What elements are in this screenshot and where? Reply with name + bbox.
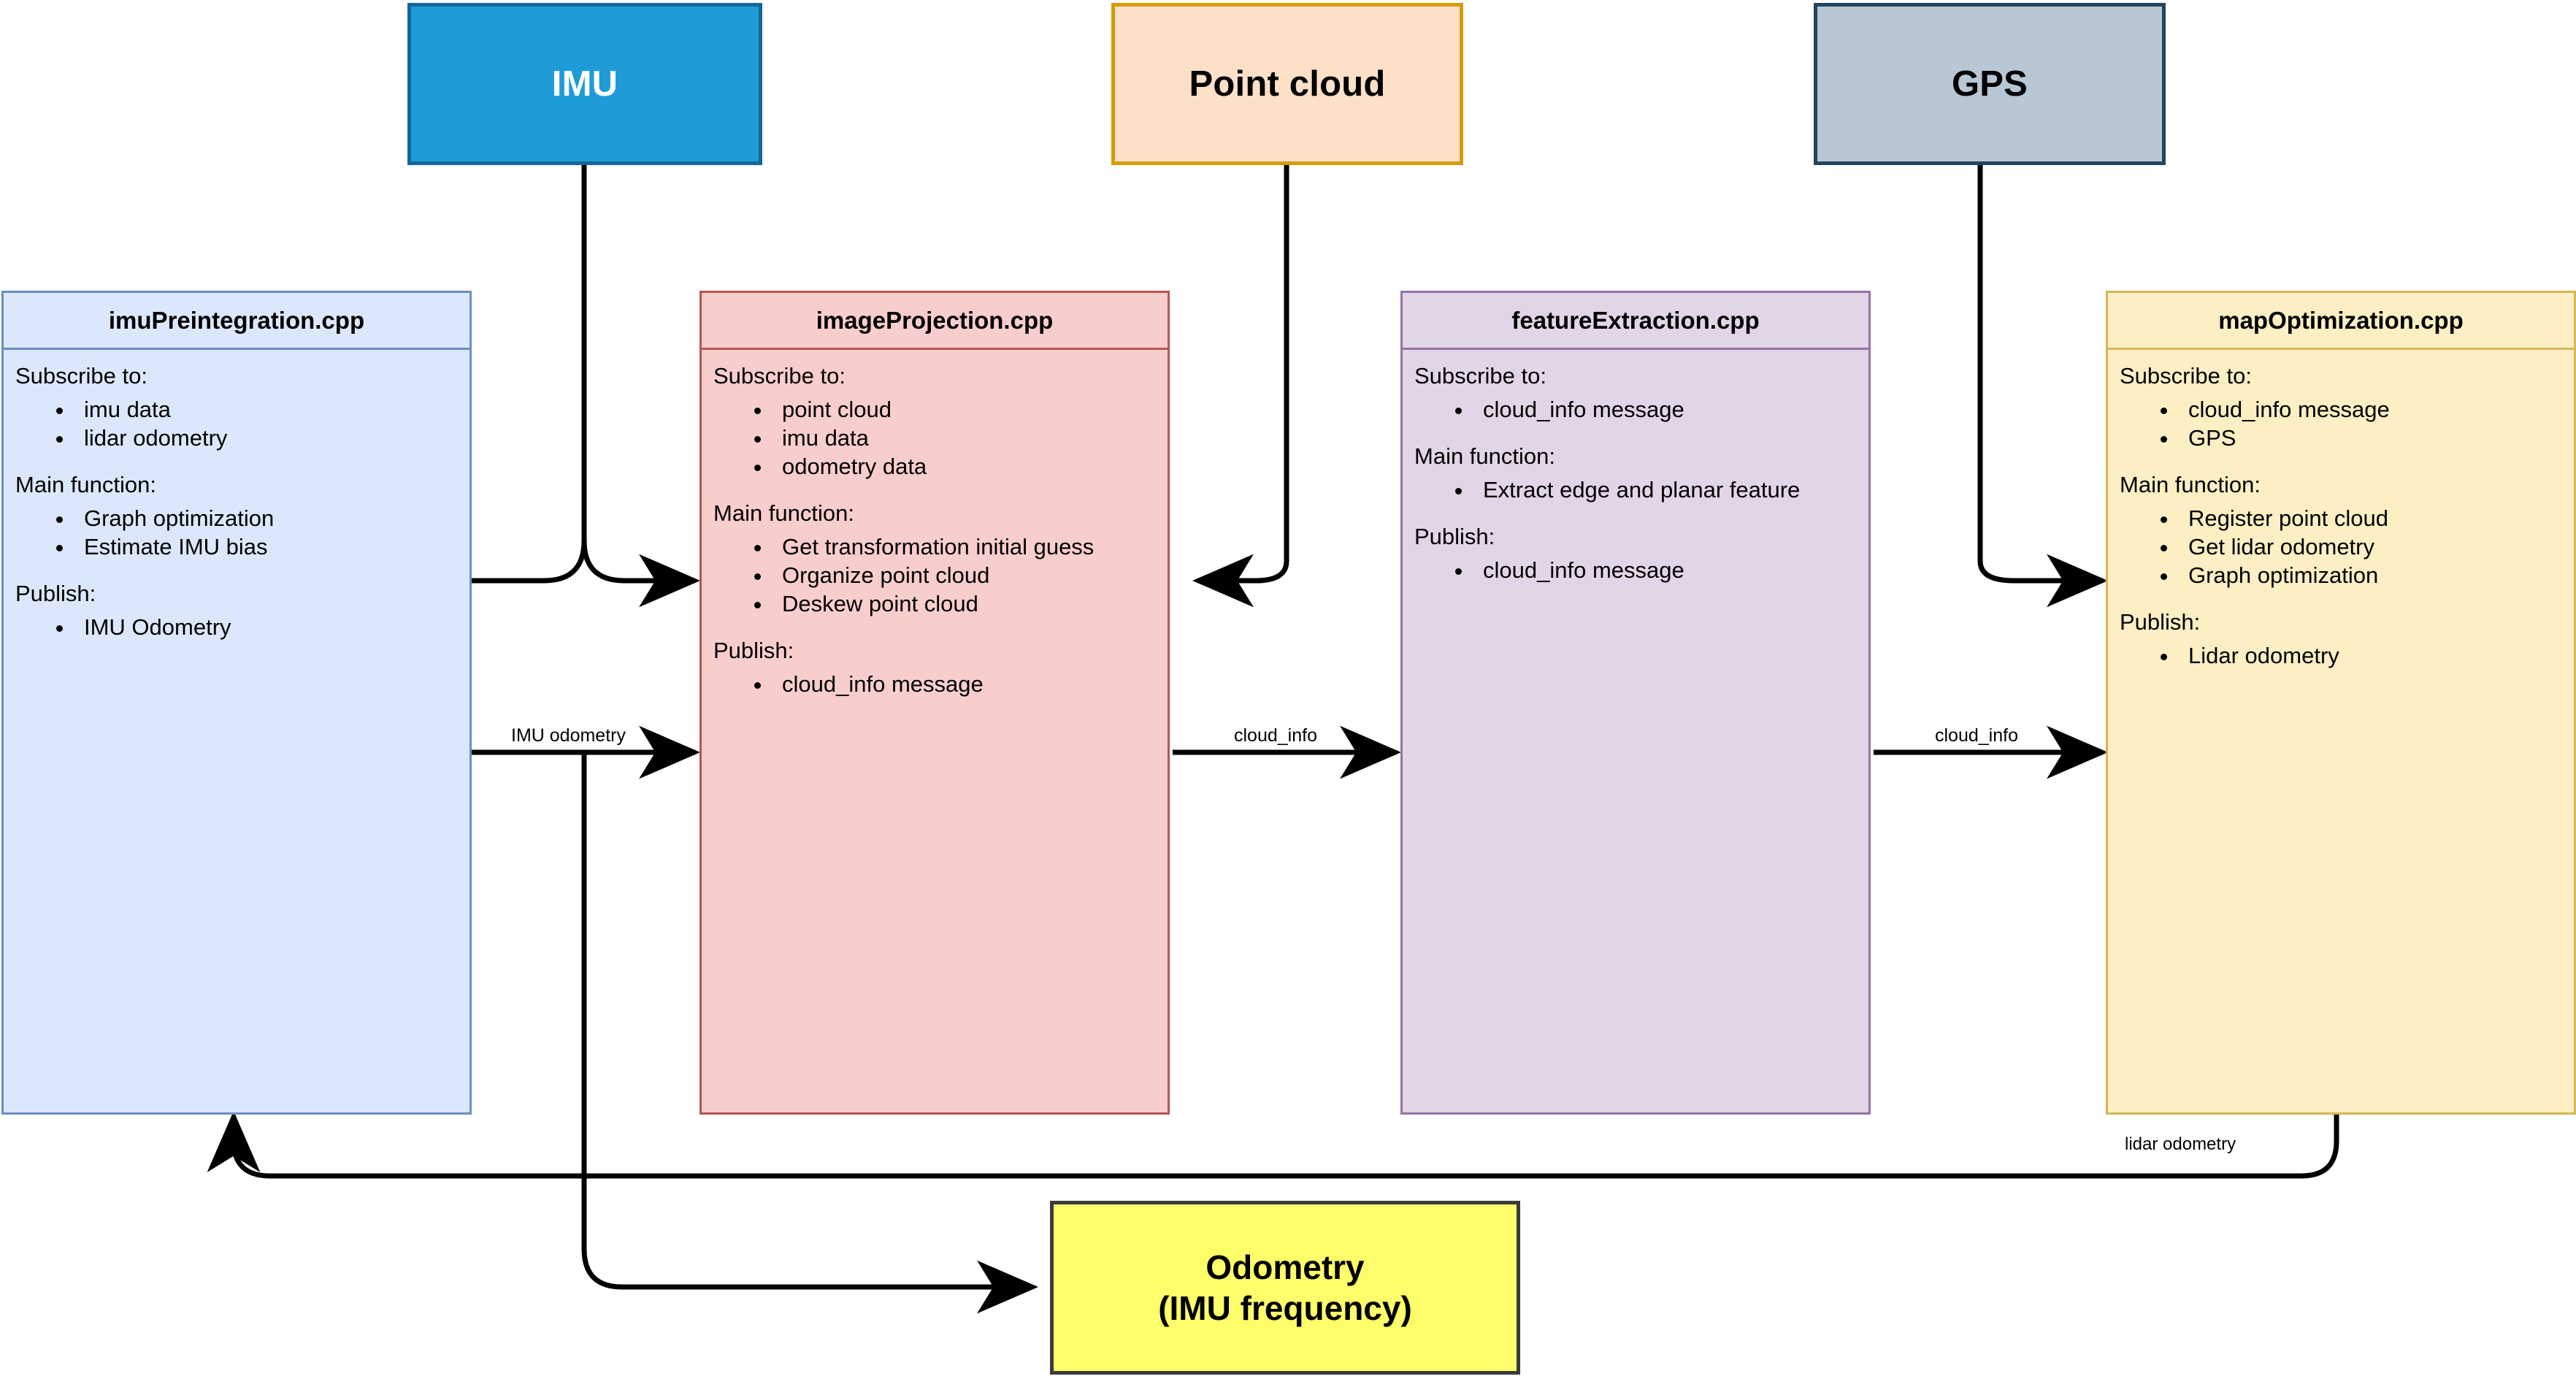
module-title-imu-preintegration: imuPreintegration.cpp xyxy=(4,293,469,350)
edge-mapoptimization-to-imupreintegration xyxy=(207,1111,2339,1179)
section-list: IMU Odometry xyxy=(4,614,469,641)
edge-label-imu-odometry: IMU odometry xyxy=(511,725,626,746)
edge-label-lidar-odometry: lidar odometry xyxy=(2125,1134,2236,1154)
section-heading: Main function: xyxy=(2120,471,2261,497)
section-heading: Publish: xyxy=(15,580,96,606)
section-heading: Publish: xyxy=(713,637,794,663)
section-list: Lidar odometry xyxy=(2108,643,2574,669)
list-item: odometry data xyxy=(772,454,1168,480)
source-label-point-cloud: Point cloud xyxy=(1189,64,1386,104)
list-item: Deskew point cloud xyxy=(772,591,1168,617)
section-heading: Subscribe to: xyxy=(713,363,846,389)
section-list: cloud_info message xyxy=(702,671,1168,698)
edge-label-cloud-info-1: cloud_info xyxy=(1234,725,1317,746)
module-body-map-optimization: Subscribe to: cloud_info message GPS Mai… xyxy=(2108,350,2574,1112)
section-heading: Main function: xyxy=(713,500,854,526)
section-heading: Publish: xyxy=(2120,608,2201,635)
list-item: Get transformation initial guess xyxy=(772,534,1168,560)
list-item: Get lidar odometry xyxy=(2178,534,2574,560)
edge-imuodometry-to-odometry xyxy=(581,752,1038,1314)
module-title-feature-extraction: featureExtraction.cpp xyxy=(1403,293,1868,350)
edge-imu-to-imageprojection xyxy=(581,540,700,608)
list-item: cloud_info message xyxy=(1473,397,1868,423)
section-list: Graph optimization Estimate IMU bias xyxy=(4,505,469,560)
section-list: cloud_info message xyxy=(1403,557,1868,584)
module-title-map-optimization: mapOptimization.cpp xyxy=(2108,293,2574,350)
module-feature-extraction[interactable]: featureExtraction.cpp Subscribe to: clou… xyxy=(1400,291,1871,1115)
list-item: point cloud xyxy=(772,397,1168,423)
module-title-image-projection: imageProjection.cpp xyxy=(702,293,1168,350)
list-item: cloud_info message xyxy=(2178,397,2574,423)
section-list: Get transformation initial guess Organiz… xyxy=(702,534,1168,617)
module-body-feature-extraction: Subscribe to: cloud_info message Main fu… xyxy=(1403,350,1868,1112)
source-node-imu[interactable]: IMU xyxy=(407,3,762,165)
section-heading: Subscribe to: xyxy=(2120,363,2252,389)
section-heading: Main function: xyxy=(15,471,156,497)
odometry-label-line1: Odometry xyxy=(1205,1248,1365,1286)
list-item: Estimate IMU bias xyxy=(74,534,469,560)
list-item: cloud_info message xyxy=(1473,557,1868,584)
list-item: Graph optimization xyxy=(74,505,469,532)
section-list: point cloud imu data odometry data xyxy=(702,397,1168,480)
list-item: Graph optimization xyxy=(2178,562,2574,589)
module-imu-preintegration[interactable]: imuPreintegration.cpp Subscribe to: imu … xyxy=(1,291,472,1115)
section-heading: Publish: xyxy=(1414,523,1495,549)
list-item: GPS xyxy=(2178,425,2574,451)
module-body-image-projection: Subscribe to: point cloud imu data odome… xyxy=(702,350,1168,1112)
sink-node-odometry[interactable]: Odometry (IMU frequency) xyxy=(1050,1201,1520,1375)
odometry-label: Odometry (IMU frequency) xyxy=(1158,1247,1412,1329)
list-item: IMU Odometry xyxy=(74,614,469,641)
odometry-label-line2: (IMU frequency) xyxy=(1158,1289,1412,1327)
edge-label-cloud-info-2: cloud_info xyxy=(1935,725,2018,746)
list-item: Extract edge and planar feature xyxy=(1473,477,1868,503)
source-node-point-cloud[interactable]: Point cloud xyxy=(1111,3,1463,165)
section-list: imu data lidar odometry xyxy=(4,397,469,451)
source-label-imu: IMU xyxy=(551,64,618,104)
source-label-gps: GPS xyxy=(1951,64,2028,104)
list-item: imu data xyxy=(772,425,1168,451)
section-heading: Subscribe to: xyxy=(1414,363,1546,389)
edge-gps-to-mapoptimization xyxy=(1977,77,2108,608)
section-heading: Subscribe to: xyxy=(15,363,147,389)
list-item: Lidar odometry xyxy=(2178,643,2574,669)
list-item: cloud_info message xyxy=(772,671,1168,698)
section-list: cloud_info message GPS xyxy=(2108,397,2574,451)
list-item: lidar odometry xyxy=(74,425,469,451)
module-map-optimization[interactable]: mapOptimization.cpp Subscribe to: cloud_… xyxy=(2106,291,2576,1115)
section-list: Register point cloud Get lidar odometry … xyxy=(2108,505,2574,589)
section-list: Extract edge and planar feature xyxy=(1403,477,1868,503)
list-item: imu data xyxy=(74,397,469,423)
source-node-gps[interactable]: GPS xyxy=(1814,3,2166,165)
edge-pointcloud-to-imageprojection xyxy=(1192,77,1289,608)
list-item: Register point cloud xyxy=(2178,505,2574,532)
module-body-imu-preintegration: Subscribe to: imu data lidar odometry Ma… xyxy=(4,350,469,1112)
section-heading: Main function: xyxy=(1414,443,1555,469)
list-item: Organize point cloud xyxy=(772,562,1168,589)
module-image-projection[interactable]: imageProjection.cpp Subscribe to: point … xyxy=(699,291,1170,1115)
section-list: cloud_info message xyxy=(1403,397,1868,423)
